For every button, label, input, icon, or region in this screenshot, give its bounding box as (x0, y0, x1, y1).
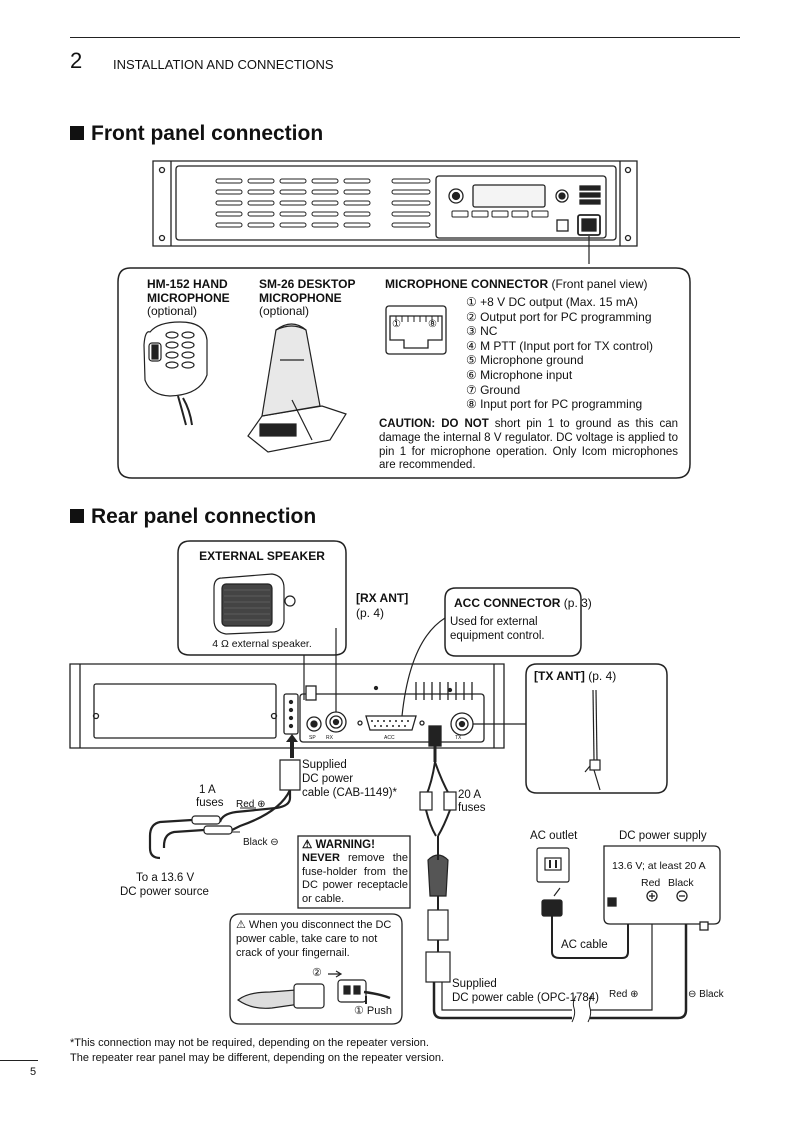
pin-item: ③ NC (466, 324, 498, 339)
panel-label-rx: RX (326, 735, 333, 741)
warning-box (297, 835, 411, 909)
chapter-number: 2 (70, 48, 83, 73)
speaker-illustration (213, 573, 296, 635)
connector-title: MICROPHONE CONNECTOR (385, 277, 549, 291)
red-plus-label-2: Red ⊕ (609, 989, 639, 1000)
chapter-title: INSTALLATION AND CONNECTIONS (113, 57, 334, 72)
pin-last-label: ⑧ (428, 319, 437, 330)
rxant-label: [RX ANT] (356, 591, 409, 605)
opc1784-cable (419, 746, 688, 1023)
square-bullet-icon (70, 509, 84, 523)
fuse20a-line2: fuses (458, 802, 486, 814)
dc-supply-red: Red (641, 877, 661, 889)
ac-outlet-illustration (536, 847, 629, 959)
cab1149-line3: cable (CAB-1149)* (302, 787, 398, 799)
rear-callout-lines (303, 617, 526, 725)
footnote: *This connection may not be required, de… (70, 1037, 429, 1049)
speaker-title: EXTERNAL SPEAKER (199, 549, 325, 563)
txant-page: (p. 4) (584, 669, 617, 683)
opc1784-line2: DC power cable (OPC-1784) (452, 992, 600, 1004)
connector-heading: MICROPHONE CONNECTOR (Front panel view) (385, 277, 648, 291)
ac-outlet-label: AC outlet (530, 830, 578, 842)
footnote: The repeater rear panel may be different… (70, 1052, 445, 1064)
fuse1a-line2: fuses (196, 797, 224, 809)
pin-item: ④ M PTT (Input port for TX control) (466, 338, 654, 353)
source-line2: DC power source (120, 886, 209, 898)
pin-item: ⑦ Ground (466, 382, 521, 397)
speaker-callout-box (177, 540, 347, 656)
rear-panel-illustration (69, 663, 505, 749)
source-line1: To a 13.6 V (136, 872, 195, 884)
rear-section-title-text: Rear panel connection (91, 505, 317, 528)
black-minus-label-2: ⊖ Black (688, 989, 724, 1000)
acc-heading: ACC CONNECTOR (p. 3) (454, 596, 592, 610)
caution-text: CAUTION: DO NOT short pin 1 to ground as… (379, 418, 678, 473)
cab1149-cable (148, 759, 301, 860)
rear-section-title: Rear panel connection (70, 505, 316, 529)
hand-mic-illustration (143, 321, 208, 426)
header-rule (70, 37, 740, 38)
acc-desc: Used for external equipment control. (450, 616, 545, 642)
txant-label: [TX ANT] (534, 669, 585, 683)
warning-title: ⚠ WARNING! (302, 839, 375, 851)
front-panel-illustration (152, 160, 638, 247)
pin-item: ② Output port for PC programming (466, 309, 652, 324)
acc-callout-box (444, 587, 582, 657)
pin-item: ① +8 V DC output (Max. 15 mA) (466, 295, 638, 309)
plug-illustration (237, 970, 391, 1009)
desk-mic-title-line1: SM-26 DESKTOP (259, 277, 356, 291)
opc1784-line1: Supplied (452, 978, 497, 990)
dc-supply-title: DC power supply (619, 830, 707, 842)
pin-first-label: ① (392, 319, 401, 330)
fuse20a-line1: 20 A (458, 789, 482, 801)
hand-mic-title-line1: HM-152 HAND (147, 277, 228, 291)
cab1149-line1: Supplied (302, 759, 347, 771)
red-plus-label: Red ⊕ (236, 799, 266, 810)
speaker-caption: 4 Ω external speaker. (212, 638, 312, 650)
acc-page: (p. 3) (560, 596, 592, 610)
up-arrow-icon (286, 734, 298, 758)
rxant-page: (p. 4) (356, 606, 385, 620)
desk-mic-illustration (247, 323, 347, 453)
dc-power-supply-illustration (603, 845, 721, 931)
square-bullet-icon (70, 126, 84, 140)
front-callout-box (117, 267, 691, 479)
txant-callout-box (525, 663, 668, 794)
page-number: 5 (30, 1066, 37, 1078)
panel-label-acc: ACC (384, 735, 395, 741)
pin-item: ⑤ Microphone ground (466, 353, 584, 368)
ac-cable-label: AC cable (561, 939, 608, 951)
modular-jack-illustration (385, 305, 447, 355)
disconnect-note: ⚠ When you disconnect the DC power cable… (236, 919, 392, 959)
panel-label-sp: SP (309, 735, 316, 741)
hand-mic-title-line2: MICROPHONE (147, 291, 230, 305)
txant-heading: [TX ANT] (p. 4) (534, 669, 616, 683)
fuse1a-line1: 1 A (199, 784, 216, 796)
dc-supply-black: Black (668, 877, 694, 889)
hand-mic-note: (optional) (147, 304, 198, 318)
pin-item: ⑥ Microphone input (466, 367, 573, 382)
warning-text: NEVER remove the fuse-holder from the DC… (302, 852, 408, 906)
caution-lead: CAUTION: DO NOT (379, 418, 489, 430)
black-minus-label: Black ⊖ (243, 837, 279, 848)
pin-list: ① +8 V DC output (Max. 15 mA) ② Output p… (466, 295, 653, 412)
dc-supply-spec: 13.6 V; at least 20 A (612, 860, 706, 872)
cab1149-line2: DC power (302, 773, 354, 785)
warning-lead: NEVER (302, 852, 340, 864)
connector-view: (Front panel view) (551, 277, 648, 291)
warning-body: remove the fuse-holder from the DC power… (302, 852, 408, 905)
page-number-rule (0, 1060, 38, 1061)
front-section-title-text: Front panel connection (91, 122, 324, 145)
caution-body: short pin 1 to ground as this can damage… (379, 418, 678, 472)
acc-title: ACC CONNECTOR (454, 596, 561, 610)
antenna-illustration (584, 689, 601, 791)
push-step1: ① Push (354, 1005, 392, 1017)
pin-item: ⑧ Input port for PC programming (466, 397, 643, 412)
desk-mic-title-line2: MICROPHONE (259, 291, 342, 305)
push-step2: ② (312, 967, 322, 979)
front-section-title: Front panel connection (70, 122, 323, 146)
panel-label-tx: TX (455, 735, 462, 741)
desk-mic-note: (optional) (259, 304, 310, 318)
